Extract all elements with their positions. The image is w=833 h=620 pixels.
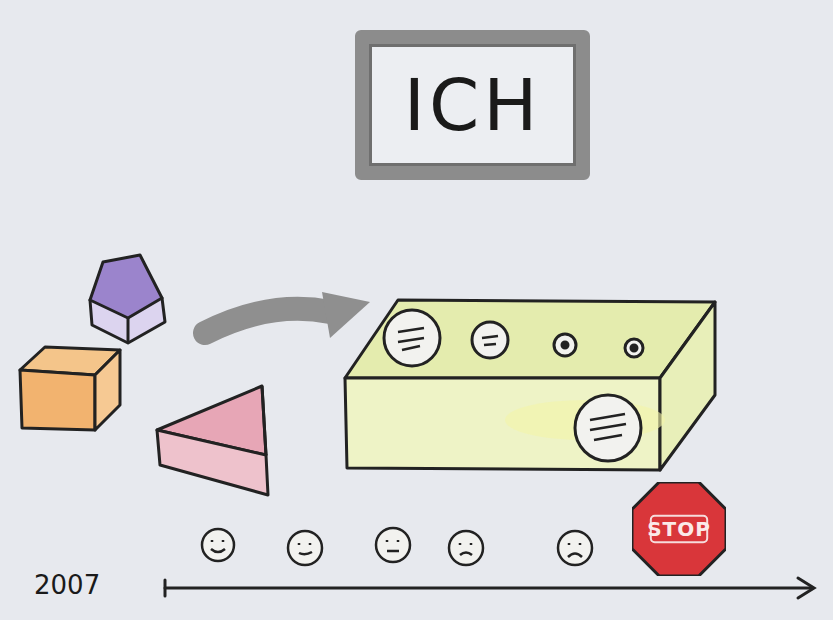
- pentagon-block: [90, 255, 165, 343]
- machine-top: [345, 300, 715, 378]
- face-smile: [211, 540, 225, 552]
- sign-text: STOP: [647, 517, 711, 541]
- dial-center: [562, 342, 568, 348]
- face-outline: [202, 529, 234, 561]
- machine-side: [660, 302, 715, 470]
- arrow-shaft: [205, 309, 330, 333]
- dial-scribble: [482, 336, 498, 345]
- block-front: [20, 370, 95, 430]
- stop-octagon: [632, 482, 726, 576]
- face: [288, 531, 322, 565]
- title-text: ICH: [404, 63, 542, 147]
- wedge-front: [157, 430, 268, 495]
- face-mouth: [299, 543, 312, 554]
- arrow-head: [322, 292, 370, 338]
- pink-wedge: [157, 386, 268, 495]
- face-frown: [460, 543, 472, 555]
- face: [558, 531, 592, 565]
- timeline-year: 2007: [34, 570, 100, 600]
- face-frown: [568, 543, 582, 557]
- dial-center: [631, 345, 637, 351]
- face: [202, 529, 234, 561]
- face-outline: [376, 528, 410, 562]
- mood-faces: [202, 528, 592, 565]
- face-outline: [558, 531, 592, 565]
- timeline-arrowhead: [798, 578, 814, 598]
- dial: [575, 395, 641, 461]
- face: [449, 531, 483, 565]
- timeline-line: [165, 587, 812, 590]
- dial-scribble: [590, 414, 626, 440]
- pentagon-top: [90, 255, 162, 318]
- dial-scribble: [398, 328, 424, 350]
- pentagon-edge: [127, 318, 130, 343]
- timeline-axis: [165, 578, 814, 598]
- face-outline: [449, 531, 483, 565]
- machine-box: [345, 300, 715, 470]
- machine-dials: [384, 310, 643, 461]
- dial: [472, 322, 508, 358]
- orange-block: [20, 347, 120, 430]
- flow-arrow: [205, 292, 370, 338]
- stop-sign: STOP: [632, 482, 726, 576]
- face-outline: [288, 531, 322, 565]
- dial: [554, 334, 576, 356]
- wedge-edge: [262, 386, 266, 455]
- dial: [625, 339, 643, 357]
- title-box: ICH: [355, 30, 590, 180]
- machine-front: [345, 378, 660, 470]
- dial: [384, 310, 440, 366]
- face-mouth: [387, 540, 399, 551]
- face: [376, 528, 410, 562]
- block-side: [95, 350, 120, 430]
